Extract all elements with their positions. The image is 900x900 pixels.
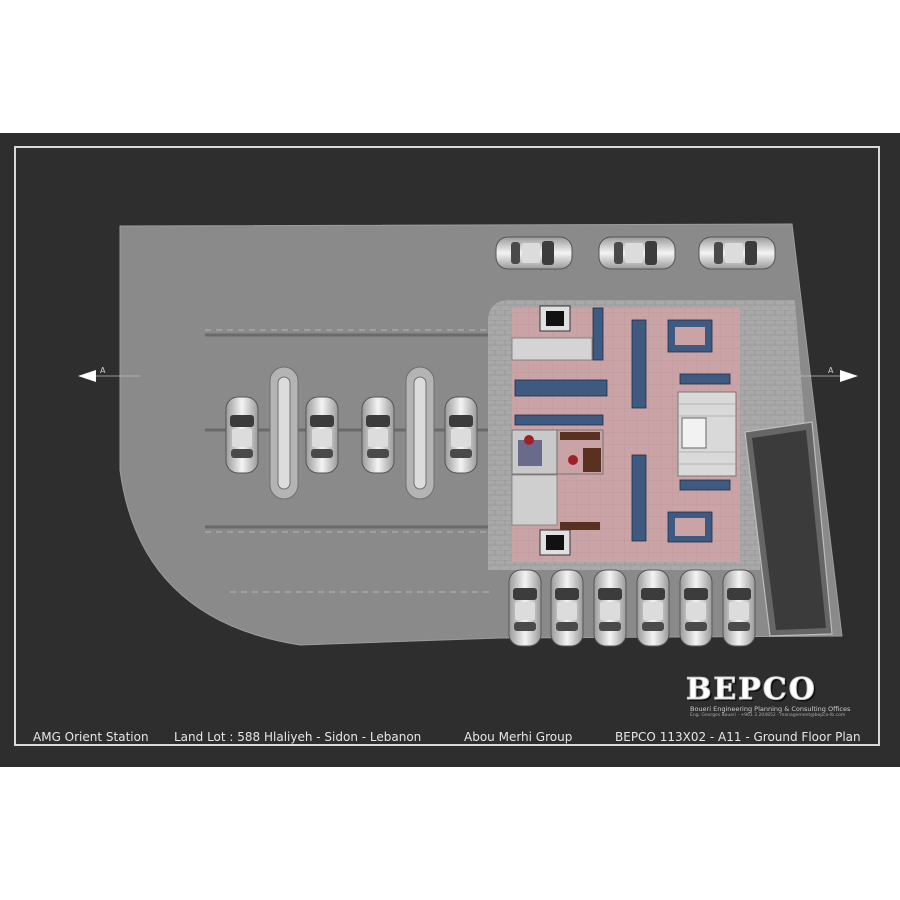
ramp-inner bbox=[752, 430, 826, 630]
top-parking-cars bbox=[495, 236, 776, 270]
project-name: AMG Orient Station bbox=[33, 730, 149, 744]
shelving bbox=[514, 307, 731, 543]
drawing-title: BEPCO 113X02 - A11 - Ground Floor Plan bbox=[615, 730, 861, 744]
pump-islands bbox=[269, 366, 435, 500]
section-marker-left: A bbox=[78, 366, 140, 382]
dashed-lines bbox=[205, 329, 490, 593]
company-subtitle: Boueri Engineering Planning & Consulting… bbox=[690, 705, 851, 713]
company-logo: BEPCO bbox=[686, 672, 817, 708]
sheet-border bbox=[14, 146, 880, 746]
shelf-gaps bbox=[675, 327, 705, 536]
project-location: Land Lot : 588 Hlaliyeh - Sidon - Lebano… bbox=[174, 730, 422, 744]
section-marker-right: A bbox=[800, 366, 858, 382]
company-contact: Eng. Georges Boueri · +961 3 204852 · ma… bbox=[690, 713, 846, 718]
section-marker-right-label: A bbox=[828, 366, 834, 375]
section-marker-left-label: A bbox=[100, 366, 106, 375]
client-name: Abou Merhi Group bbox=[464, 730, 573, 744]
